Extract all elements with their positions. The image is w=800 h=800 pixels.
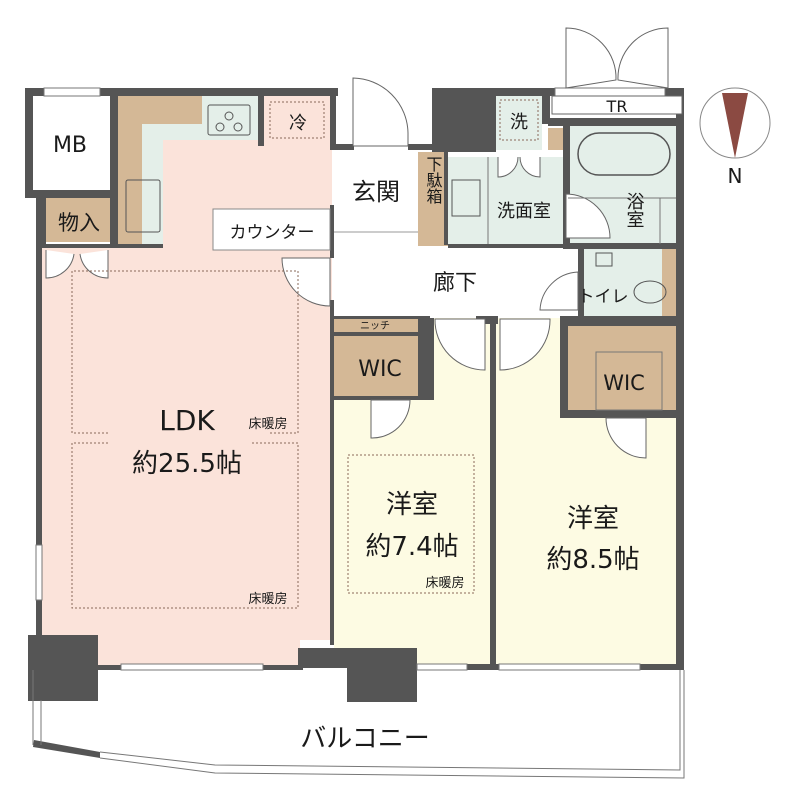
western-room-2-area: 約8.5帖 [546, 545, 639, 575]
balcony-label: バルコニー [300, 724, 429, 754]
doors [45, 27, 669, 459]
shoe-box-label: 下駄箱 [424, 156, 443, 204]
washer-floor [496, 96, 542, 150]
storage-closet-floor [46, 198, 112, 242]
compass [699, 87, 771, 159]
compass-needle-icon [722, 93, 748, 158]
wic-2-floor [566, 326, 684, 412]
western-room-1-floor [334, 400, 492, 665]
wic-2-label: WIC [603, 371, 645, 395]
bathroom-label: 浴室 [624, 192, 645, 228]
counter-box [212, 208, 331, 251]
ldk-label: LDK [159, 404, 215, 437]
fixtures [71, 95, 683, 609]
western-room-2-label: 洋室 [567, 504, 619, 534]
floor-heating-2-label: 床暖房 [248, 591, 287, 607]
walls [25, 88, 684, 758]
trunk-room-label: TR [606, 97, 628, 116]
storage-closet-label: 物入 [58, 211, 100, 235]
mb-label: MB [53, 133, 87, 158]
counter-label: カウンター [230, 223, 315, 243]
niche-floor [334, 316, 418, 332]
stove-icon [207, 104, 251, 136]
refrigerator-label: 冷 [289, 113, 307, 134]
mb-floor [32, 96, 110, 188]
floor-heating-1-label: 床暖房 [248, 416, 287, 432]
sink-icon [125, 179, 161, 233]
kitchen-storage [118, 96, 202, 244]
floor-heating-3-label: 床暖房 [425, 575, 464, 591]
western-room-1-label: 洋室 [386, 490, 438, 520]
corridor-label: 廊下 [433, 271, 477, 296]
western-room-1-area: 約7.4帖 [365, 532, 458, 562]
washer-label: 洗 [510, 112, 528, 133]
balcony-outline [32, 670, 685, 779]
ldk-area: 約25.5帖 [132, 449, 242, 479]
washroom-label: 洗面室 [497, 201, 551, 222]
niche-label: ニッチ [360, 320, 390, 332]
toilet-label: トイレ [578, 287, 629, 307]
wash-basin-icon [451, 179, 481, 217]
compass-north-label: N [728, 164, 743, 188]
wic-1-label: WIC [358, 357, 402, 382]
toilet-icon [633, 280, 667, 304]
shoe-box-floor [418, 152, 448, 246]
bathtub-icon [577, 132, 671, 176]
entrance-label: 玄関 [352, 178, 400, 206]
wic-1-floor [334, 336, 428, 398]
windows [35, 87, 666, 671]
